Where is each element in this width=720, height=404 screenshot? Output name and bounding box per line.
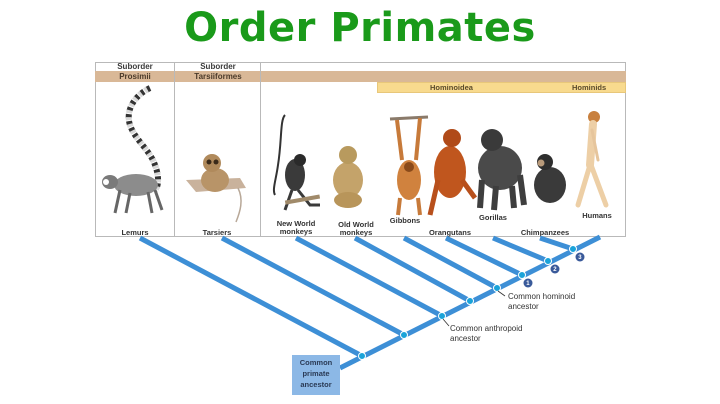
node [466, 297, 474, 305]
marker-3-icon [575, 252, 585, 262]
suborder-heading-prosimii: Suborder [117, 62, 153, 71]
label-line: monkeys [279, 227, 313, 236]
human-illustration [575, 111, 609, 208]
branch-lemurs [138, 235, 364, 359]
label-line: Old World [338, 220, 374, 229]
annotation-line: Common hominoid [508, 292, 576, 301]
marker-1-text: 1 [526, 281, 530, 287]
label-tarsiers: Tarsiers [202, 228, 232, 237]
node-3 [569, 245, 577, 253]
branch-old-world-monkeys [353, 235, 472, 304]
branch-gibbons [402, 235, 499, 291]
annotation-line: Common anthropoid [450, 324, 523, 333]
label-line: monkeys [339, 228, 373, 237]
branch-gorillas [492, 235, 549, 264]
new-world-monkey-illustration [272, 114, 321, 211]
suborder-band [95, 71, 626, 82]
branch-tarsiers [220, 235, 406, 338]
tarsier-illustration [186, 154, 246, 223]
branch-orangutans [444, 235, 524, 278]
marker-2-text: 2 [553, 267, 557, 273]
gibbon-illustration [389, 115, 429, 216]
node-primate [358, 352, 366, 360]
label-orangutans: Orangutans [428, 228, 472, 237]
page-title: Order Primates [184, 5, 536, 51]
column-divider [260, 62, 261, 237]
common-primate-ancestor-box: Common primate ancestor [292, 355, 340, 395]
label-gorillas: Gorillas [479, 213, 507, 222]
hominids-label: Hominids [572, 83, 607, 92]
node-1 [518, 271, 526, 279]
suborder-heading-tarsiiformes: Suborder [200, 62, 236, 71]
root-line: Common [299, 358, 333, 367]
hominoidea-label: Hominoidea [430, 83, 473, 92]
label-humans: Humans [582, 211, 612, 220]
marker-1-icon [523, 278, 533, 288]
suborder-name-tarsiiformes: Tarsiiformes [194, 72, 242, 81]
label-line: New World [276, 219, 316, 228]
node-anthropoid [438, 312, 446, 320]
node-2 [544, 257, 552, 265]
suborder-name-prosimii: Prosimii [119, 72, 151, 81]
label-lemurs: Lemurs [121, 228, 149, 237]
node-hominoid [493, 284, 501, 292]
lemur-illustration [102, 85, 164, 214]
root-line: ancestor [300, 380, 332, 389]
chimpanzee-illustration [534, 154, 566, 203]
label-gibbons: Gibbons [389, 216, 421, 225]
column-divider [174, 62, 175, 237]
label-new-world-monkeys: New World monkeys [268, 220, 324, 236]
branch-chimpanzees [539, 235, 574, 252]
annotation-line: ancestor [508, 302, 539, 311]
annotation-common-anthropoid-ancestor: Common anthropoid ancestor [450, 324, 522, 344]
branch-new-world-monkeys [294, 235, 444, 319]
annotation-common-hominoid-ancestor: Common hominoid ancestor [508, 292, 575, 312]
label-old-world-monkeys: Old World monkeys [328, 221, 384, 237]
gorilla-illustration [477, 129, 527, 211]
node [400, 331, 408, 339]
old-world-monkey-illustration [333, 146, 363, 208]
root-line: primate [302, 369, 330, 378]
annotation-line: ancestor [450, 334, 481, 343]
marker-2-icon [550, 264, 560, 274]
marker-3-text: 3 [578, 255, 582, 261]
label-chimpanzees: Chimpanzees [520, 228, 570, 237]
orangutan-illustration [427, 129, 478, 216]
hominoidea-band [377, 82, 626, 93]
